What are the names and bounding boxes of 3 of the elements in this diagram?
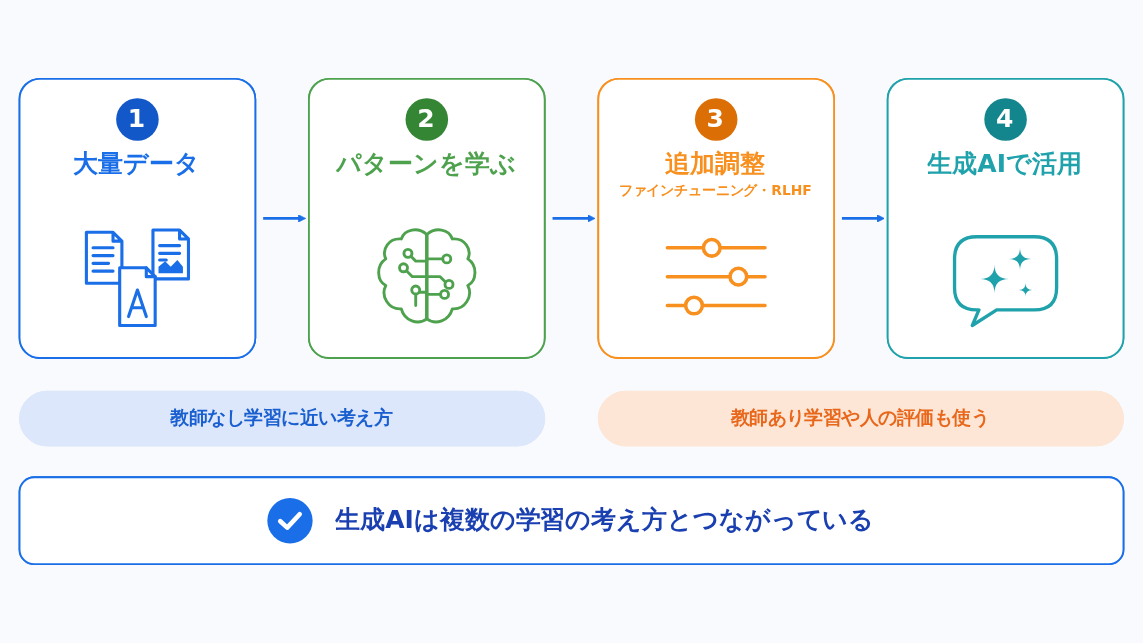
- arrow: [263, 214, 307, 223]
- arrow: [552, 214, 596, 223]
- arrow: [841, 214, 885, 223]
